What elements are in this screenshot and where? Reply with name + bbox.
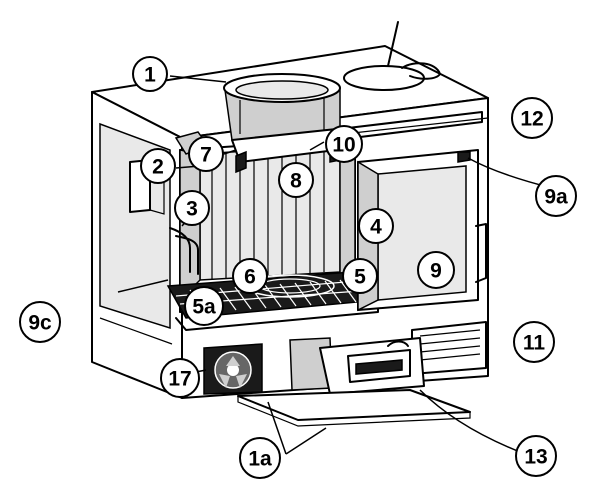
callout-5a: 5a xyxy=(184,286,224,326)
callout-circle xyxy=(515,435,557,477)
callout-label: 4 xyxy=(370,216,382,239)
callout-label: 9c xyxy=(28,312,52,335)
callout-9: 9 xyxy=(417,251,455,289)
back-plate-ribs xyxy=(199,144,341,281)
callout-label: 10 xyxy=(332,134,355,157)
callout-circle xyxy=(511,97,553,139)
callout-7: 7 xyxy=(188,136,224,172)
callout-label: 12 xyxy=(520,108,543,131)
callout-circle xyxy=(417,251,455,289)
callout-circle xyxy=(239,437,281,479)
callout-label: 1 xyxy=(144,64,156,87)
air-vent xyxy=(411,321,487,375)
callout-label: 9a xyxy=(544,186,568,209)
callout-label: 17 xyxy=(168,368,191,391)
callout-17: 17 xyxy=(160,358,200,398)
callout-circle xyxy=(184,286,224,326)
callout-circle xyxy=(160,358,200,398)
callout-6: 6 xyxy=(232,258,268,294)
callout-8: 8 xyxy=(278,162,314,198)
callout-circle xyxy=(278,162,314,198)
callout-label: 1a xyxy=(248,448,272,471)
callout-11: 11 xyxy=(513,321,555,363)
callout-circle xyxy=(188,136,224,172)
callout-circle xyxy=(535,175,577,217)
callout-label: 13 xyxy=(524,446,547,469)
callout-1: 1 xyxy=(132,56,168,92)
callout-label: 5 xyxy=(354,266,366,289)
fan-unit xyxy=(203,343,263,395)
callout-9a: 9a xyxy=(535,175,577,217)
callout-label: 5a xyxy=(192,296,216,319)
callout-circle xyxy=(140,148,176,184)
callout-circle xyxy=(325,125,363,163)
callout-label: 6 xyxy=(244,266,256,289)
callout-circle xyxy=(232,258,268,294)
floor-plate xyxy=(237,389,471,427)
leader-lines xyxy=(117,75,553,455)
callout-circle xyxy=(19,301,61,343)
callout-circle xyxy=(358,208,394,244)
callout-2: 2 xyxy=(140,148,176,184)
callout-3: 3 xyxy=(174,190,210,226)
callout-10: 10 xyxy=(325,125,363,163)
callout-label: 11 xyxy=(523,332,546,355)
callout-circle xyxy=(132,56,168,92)
ash-drawer xyxy=(289,337,425,395)
callout-1a: 1a xyxy=(239,437,281,479)
callout-label: 7 xyxy=(200,144,212,167)
callout-13: 13 xyxy=(515,435,557,477)
callout-label: 9 xyxy=(430,260,442,283)
callout-circle xyxy=(174,190,210,226)
callout-5: 5 xyxy=(342,258,378,294)
callout-label: 8 xyxy=(290,170,302,193)
callout-label: 2 xyxy=(152,156,164,179)
hotplate xyxy=(343,21,441,91)
callout-label: 3 xyxy=(186,198,198,221)
callout-circle xyxy=(513,321,555,363)
callout-circle xyxy=(342,258,378,294)
top-trim-slot xyxy=(347,111,483,139)
callout-9c: 9c xyxy=(19,301,61,343)
callout-12: 12 xyxy=(511,97,553,139)
callout-4: 4 xyxy=(358,208,394,244)
